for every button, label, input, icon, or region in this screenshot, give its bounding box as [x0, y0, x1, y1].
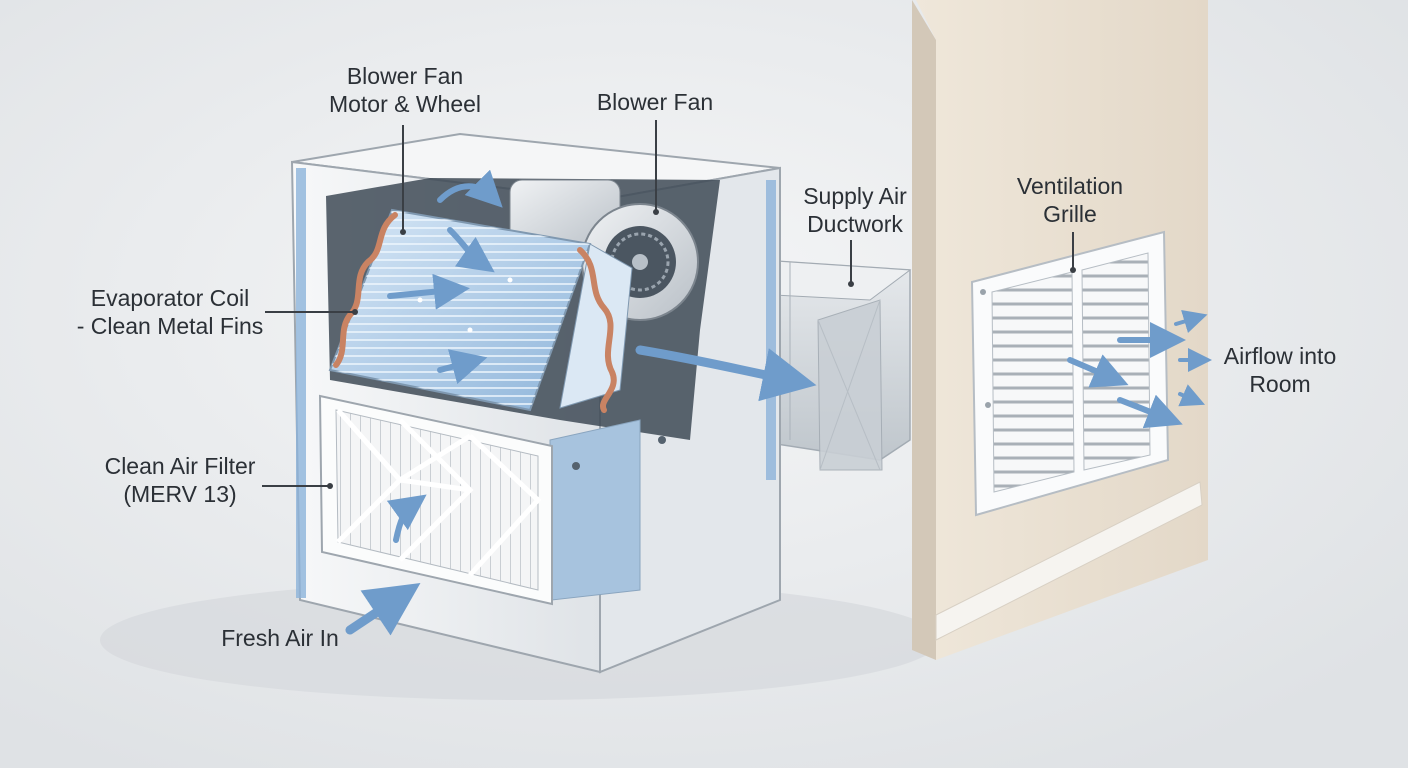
label-blower-fan: Blower Fan — [596, 89, 714, 115]
label-fresh-air: Fresh Air In — [221, 625, 339, 651]
label-vent-grille: Ventilation Grille — [1016, 173, 1124, 227]
label-blower-motor: Blower Fan Motor & Wheel — [328, 63, 482, 117]
airflow-arrows — [345, 169, 1212, 636]
evaporator-coil — [328, 208, 633, 413]
label-air-filter: Clean Air Filter (MERV 13) — [104, 453, 256, 507]
leader-lines — [262, 120, 1074, 487]
label-evaporator-coil: Evaporator Coil - Clean Metal Fins — [76, 285, 264, 339]
leader-dots — [327, 209, 1076, 489]
label-supply-duct: Supply Air Ductwork — [803, 183, 907, 237]
ventilation-grille — [970, 230, 1170, 517]
label-airflow-room: Airflow into Room — [1223, 343, 1337, 397]
air-filter — [318, 394, 553, 606]
